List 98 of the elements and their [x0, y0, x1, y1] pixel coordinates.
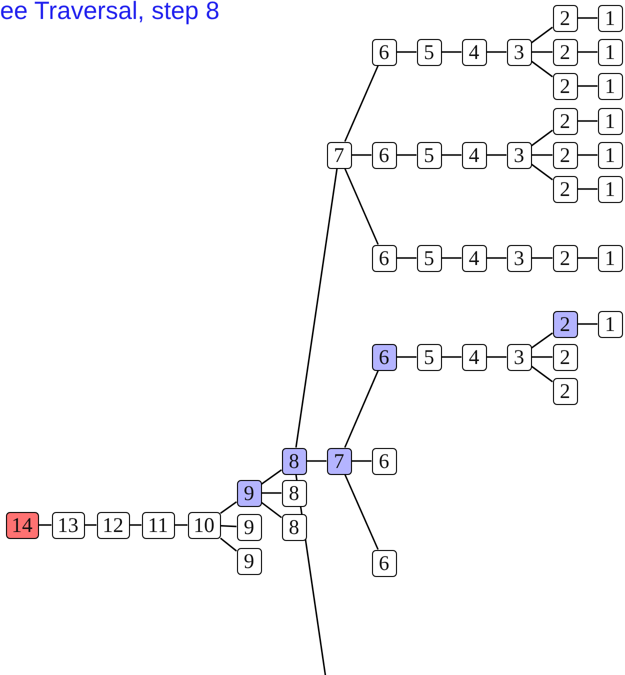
number-node: 10: [188, 512, 220, 538]
connector-line: [578, 257, 598, 259]
number-node: 1: [598, 38, 622, 66]
number-node: 3: [506, 38, 532, 66]
number-node: 4: [462, 244, 486, 272]
connector-line: [532, 154, 552, 156]
number-node: 2: [552, 4, 578, 32]
number-node: 6: [372, 244, 396, 272]
number-node: 2: [552, 244, 578, 272]
number-node: 1: [598, 176, 622, 202]
number-node: 9: [236, 548, 262, 574]
connector-line: [531, 60, 553, 78]
number-node: 2: [552, 344, 578, 370]
connector-line: [531, 26, 553, 44]
number-node: 1: [598, 310, 622, 338]
connector-line: [531, 130, 553, 146]
connector-line: [578, 120, 598, 122]
number-node: 8: [282, 480, 306, 506]
connector-line: [532, 51, 552, 53]
connector-line: [261, 502, 282, 518]
connector-line: [220, 524, 237, 528]
number-node: 1: [598, 4, 622, 32]
number-node: 12: [96, 512, 130, 538]
connector-line: [532, 356, 552, 358]
number-node: 2: [552, 176, 578, 202]
connector-line: [578, 323, 598, 325]
number-node: 4: [462, 38, 486, 66]
connector-line: [38, 524, 52, 526]
connector-line: [486, 356, 506, 358]
connector-line: [174, 524, 188, 526]
connector-line: [352, 460, 372, 462]
connector-line: [486, 257, 506, 259]
number-node: 1: [598, 108, 622, 134]
number-node: 6: [372, 344, 396, 370]
number-node: 5: [416, 344, 442, 370]
number-node: 2: [552, 108, 578, 134]
connector-line: [344, 370, 379, 448]
connector-line: [442, 257, 462, 259]
connector-line: [486, 154, 506, 156]
connector-line: [344, 65, 379, 142]
number-node: 4: [462, 344, 486, 370]
number-node: 9: [236, 480, 262, 506]
connector-line: [531, 164, 553, 180]
connector-line: [578, 17, 598, 19]
connector-line: [532, 257, 552, 259]
connector-line: [578, 85, 598, 87]
connector-line: [578, 154, 598, 156]
number-node: 2: [552, 310, 578, 338]
connector-line: [84, 524, 96, 526]
number-node: 6: [372, 142, 396, 168]
connector-line: [262, 492, 282, 494]
connector-line: [442, 356, 462, 358]
number-node: 2: [552, 378, 578, 404]
number-node: 2: [552, 142, 578, 168]
connector-line: [306, 460, 326, 462]
number-node: 5: [416, 142, 442, 168]
connector-line: [352, 154, 372, 156]
connector-line: [295, 168, 338, 448]
number-node: 1: [598, 142, 622, 168]
number-node: 5: [416, 38, 442, 66]
connector-line: [531, 332, 553, 349]
connector-line: [396, 356, 416, 358]
number-node: 14: [6, 512, 38, 538]
number-node: 9: [236, 514, 262, 540]
connector-line: [442, 51, 462, 53]
number-node: 2: [552, 38, 578, 66]
number-node: 2: [552, 72, 578, 100]
number-node: 3: [506, 344, 532, 370]
connector-line: [130, 524, 142, 526]
connector-line: [396, 51, 416, 53]
number-node: 7: [326, 448, 352, 474]
connector-line: [578, 188, 598, 190]
connector-line: [531, 366, 553, 382]
connector-line: [578, 51, 598, 53]
title: ee Traversal, step 8: [0, 0, 220, 26]
number-node: 1: [598, 72, 622, 100]
number-node: 6: [372, 38, 396, 66]
number-node: 7: [326, 142, 352, 168]
connector-line: [396, 154, 416, 156]
connector-line: [344, 168, 379, 245]
number-node: 3: [506, 142, 532, 168]
number-node: 8: [282, 448, 306, 474]
number-node: 8: [282, 514, 306, 540]
connector-line: [220, 501, 237, 514]
connector-line: [344, 474, 379, 550]
connector-line: [486, 51, 506, 53]
number-node: 6: [372, 550, 396, 576]
connector-line: [396, 257, 416, 259]
number-node: 3: [506, 244, 532, 272]
number-node: 1: [598, 244, 622, 272]
number-node: 6: [372, 448, 396, 474]
number-node: 11: [142, 512, 174, 538]
number-node: 4: [462, 142, 486, 168]
connector-line: [442, 154, 462, 156]
connector-line: [220, 538, 237, 552]
number-node: 5: [416, 244, 442, 272]
number-node: 13: [52, 512, 84, 538]
connector-line: [261, 469, 282, 485]
